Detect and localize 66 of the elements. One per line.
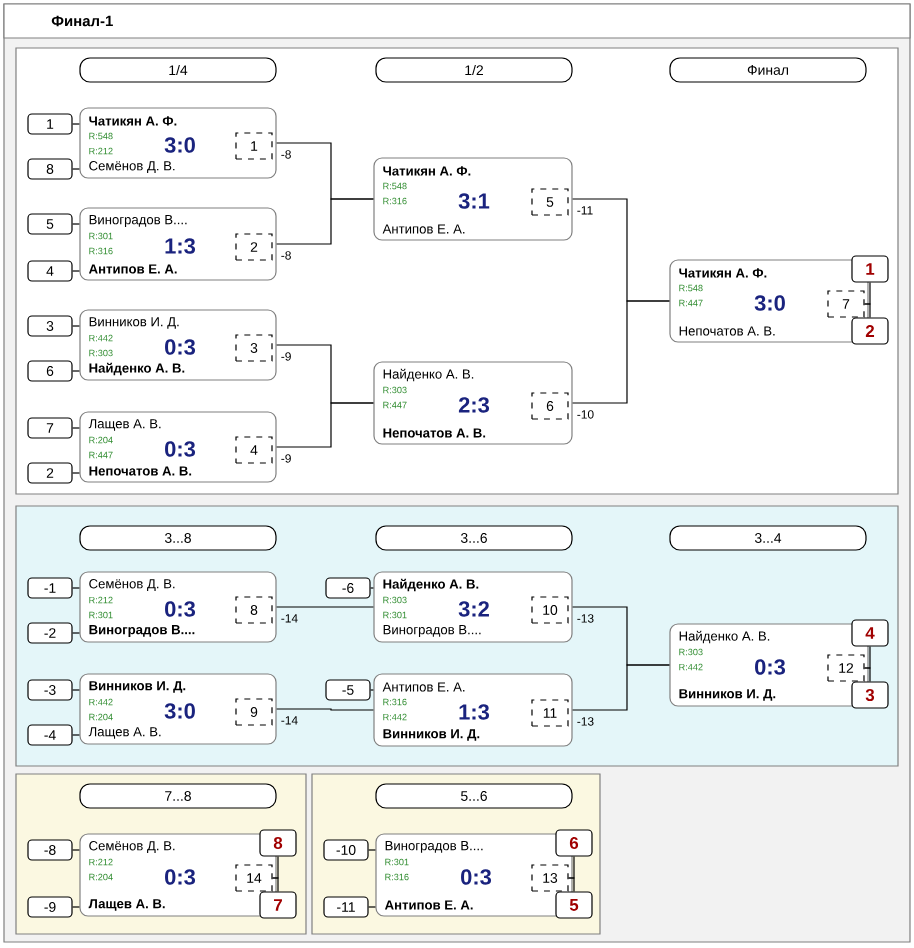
connector-line: [864, 303, 871, 318]
connector-line: [72, 632, 80, 634]
connector-line: [370, 689, 374, 691]
connector-line: [276, 708, 374, 711]
score: 0:3: [755, 659, 786, 675]
match-box: [373, 571, 573, 643]
score: 3:1: [458, 193, 490, 209]
connector-line: [572, 664, 670, 711]
connector-line: [368, 849, 376, 851]
connector-line: [276, 606, 374, 608]
connector-line: [72, 427, 80, 429]
place-box: 2: [851, 317, 889, 345]
connector-line: [572, 300, 670, 404]
connector-line: [368, 906, 376, 908]
score: 3:0: [164, 703, 195, 719]
connector-line: [72, 472, 80, 474]
connector-line: [568, 877, 575, 892]
match-box: [79, 411, 277, 483]
connector-line: [272, 856, 279, 879]
place-box: 6: [555, 829, 593, 857]
place-box: 4: [851, 619, 889, 647]
connector-line: [72, 906, 80, 908]
connector-line: [72, 325, 80, 327]
match-box: [373, 673, 573, 747]
connector-line: [864, 282, 871, 305]
score: 1:3: [459, 704, 490, 720]
score: 3:0: [164, 137, 195, 153]
score: 2:3: [458, 397, 490, 413]
connector-line: [276, 402, 374, 448]
place-box: 7: [259, 891, 297, 919]
connector-line: [864, 667, 871, 682]
connector-line: [72, 370, 80, 372]
connector-line: [72, 689, 80, 691]
connector-line: [864, 646, 871, 669]
match-box: [79, 673, 277, 745]
match-box: [373, 157, 573, 241]
connector-line: [72, 123, 80, 125]
connector-line: [72, 587, 80, 589]
connector-line: [370, 587, 374, 589]
match-box: [79, 107, 277, 179]
place-box: 5: [555, 891, 593, 919]
match-box: [375, 833, 573, 917]
score: 0:3: [165, 339, 196, 355]
connector-line: [276, 198, 374, 245]
connector-line: [72, 168, 80, 170]
score: 1:3: [165, 238, 196, 254]
connector-line: [568, 856, 575, 879]
match-box: [79, 309, 277, 381]
score: 3:2: [458, 601, 489, 617]
score: 0:3: [165, 869, 196, 885]
connector-line: [72, 849, 80, 851]
match-box: [79, 571, 277, 643]
place-box: 3: [851, 681, 889, 709]
connector-line: [272, 877, 279, 892]
score: 0:3: [165, 441, 196, 457]
match-box: [79, 207, 277, 281]
score: 3:0: [754, 295, 785, 311]
place-box: 1: [851, 255, 889, 283]
score: 0:3: [461, 869, 492, 885]
place-box: 8: [259, 829, 297, 857]
connector-line: [72, 223, 80, 225]
match-box: [79, 833, 277, 917]
score: 0:3: [165, 601, 196, 617]
match-box: [373, 361, 573, 445]
connector-line: [72, 734, 80, 736]
connector-line: [72, 270, 80, 272]
